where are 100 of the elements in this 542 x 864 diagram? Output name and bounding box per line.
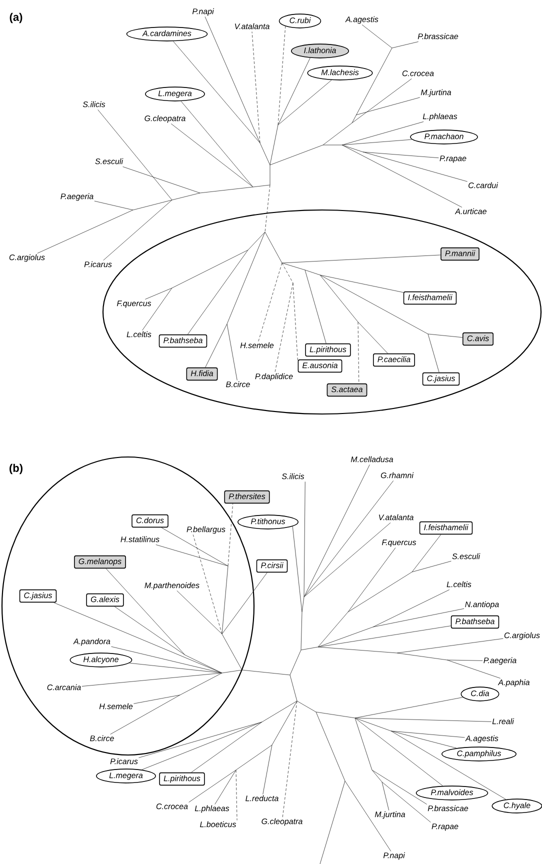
tree-branch <box>362 152 439 158</box>
tree-branch <box>382 782 390 811</box>
taxon-label: B.circe <box>226 381 250 388</box>
tree-branch <box>161 527 228 566</box>
taxon-label: L.celtis <box>126 331 152 338</box>
taxon-label: G.rhamni <box>380 472 414 478</box>
tree-branch <box>222 572 268 634</box>
taxon-box: P.caecilia <box>373 353 415 367</box>
tree-branch <box>342 139 412 146</box>
tree-branch <box>111 646 222 674</box>
taxon-box: H.fidia <box>186 367 218 381</box>
tree-branch <box>362 24 392 48</box>
tree-branch <box>342 144 462 208</box>
taxon-label: C.arcania <box>47 684 81 690</box>
taxon-oval: C.dia <box>460 686 500 702</box>
taxon-label: F.quercus <box>382 540 416 547</box>
taxon-label: H.semele <box>99 703 133 710</box>
tree-branch <box>156 544 228 566</box>
taxon-label: M.parthenoides <box>144 582 200 590</box>
taxon-label: A.agestis <box>465 735 498 743</box>
tree-branch <box>226 324 238 381</box>
tree-branch <box>390 730 457 748</box>
taxon-box: P.mannii <box>440 247 480 261</box>
taxon-oval: A.cardamines <box>126 26 208 42</box>
tree-branch <box>356 97 420 116</box>
taxon-label: C.crocea <box>156 804 188 810</box>
tree-branch <box>262 744 272 795</box>
tree-branch <box>428 334 440 373</box>
tree-branch <box>354 697 464 718</box>
tree-branch <box>114 606 186 656</box>
taxon-box: C.dorus <box>132 514 168 528</box>
tree-branch <box>54 602 222 674</box>
tree-branch <box>446 660 483 661</box>
taxon-label: S.ilicis <box>282 473 304 480</box>
taxon-box: C.jasius <box>422 372 460 386</box>
tree-branch <box>412 560 452 572</box>
tree-branch <box>390 730 465 738</box>
taxon-label: P.brassicae <box>428 805 468 812</box>
taxon-label: S.ilicis <box>82 101 106 108</box>
taxon-box: L.pirithous <box>305 343 351 357</box>
taxon-label: L.reali <box>492 718 514 724</box>
tree-branch <box>278 58 310 126</box>
tree-branch <box>428 334 463 338</box>
tree-branch <box>252 31 260 144</box>
taxon-box: P.thersites <box>224 490 270 504</box>
taxon-label: N.antiopa <box>465 601 499 609</box>
taxon-box: I.feisthamelii <box>403 291 457 305</box>
tree-branch <box>133 694 180 704</box>
taxon-label: C.argiolus <box>9 254 45 262</box>
taxon-label: S.esculi <box>95 158 124 164</box>
tree-branch <box>320 274 404 293</box>
tree-branch <box>354 718 492 722</box>
tree-branch <box>98 109 172 200</box>
taxon-label: P.brassicae <box>418 33 458 40</box>
tree-branch <box>318 626 452 648</box>
taxon-label: G.cleopatra <box>144 115 186 123</box>
tree-branch <box>176 590 222 634</box>
tree-branch <box>282 700 298 818</box>
taxon-label: A.agestis <box>345 16 378 24</box>
tree-branch <box>214 770 236 805</box>
taxon-box: C.avis <box>462 332 494 346</box>
taxon-box: P.cirsii <box>256 559 288 573</box>
tree-branch <box>362 152 468 182</box>
taxon-label: F.quercus <box>116 300 152 308</box>
taxon-box: G.melanops <box>74 555 126 569</box>
taxon-label: L.celtis <box>446 581 472 588</box>
tree-branch <box>396 638 504 654</box>
tree-branch <box>142 288 172 331</box>
panel-label: (b) <box>10 464 22 474</box>
tree-branch <box>170 123 254 188</box>
tree-branch <box>292 526 302 612</box>
taxon-oval: P.machaon <box>410 130 478 144</box>
tree-branch <box>180 100 254 188</box>
tree-branch <box>204 16 260 144</box>
tree-branch <box>144 288 172 300</box>
taxon-oval: L.megera <box>145 86 205 102</box>
taxon-label: A.pandora <box>73 638 110 646</box>
tree-branch <box>390 730 506 800</box>
tree-branch <box>372 608 464 628</box>
taxon-box: P.bathseba <box>450 615 500 629</box>
tree-branch <box>258 262 282 342</box>
tree-branch <box>304 522 391 598</box>
taxon-box: L.pirithous <box>159 772 205 786</box>
tree-branch <box>358 322 360 384</box>
taxon-label: M.jurtina <box>420 89 452 97</box>
taxon-label: P.icarus <box>84 261 112 268</box>
tree-branch <box>129 662 222 674</box>
tree-branch <box>304 480 394 598</box>
taxon-label: L.boeticus <box>200 821 236 828</box>
taxon-oval: I.lathonia <box>290 44 350 58</box>
tree-branch <box>142 722 262 770</box>
tree-branch <box>354 718 444 786</box>
tree-branch <box>82 672 222 687</box>
tree-branch <box>94 200 134 210</box>
taxon-label: C.crocea <box>402 70 434 76</box>
taxon-oval: L.megera <box>96 768 156 784</box>
taxon-box: C.jasius <box>19 589 57 603</box>
taxon-label: L.phlaeas <box>422 113 458 121</box>
taxon-label: C.cardui <box>468 182 498 188</box>
tree-branch <box>103 200 172 261</box>
